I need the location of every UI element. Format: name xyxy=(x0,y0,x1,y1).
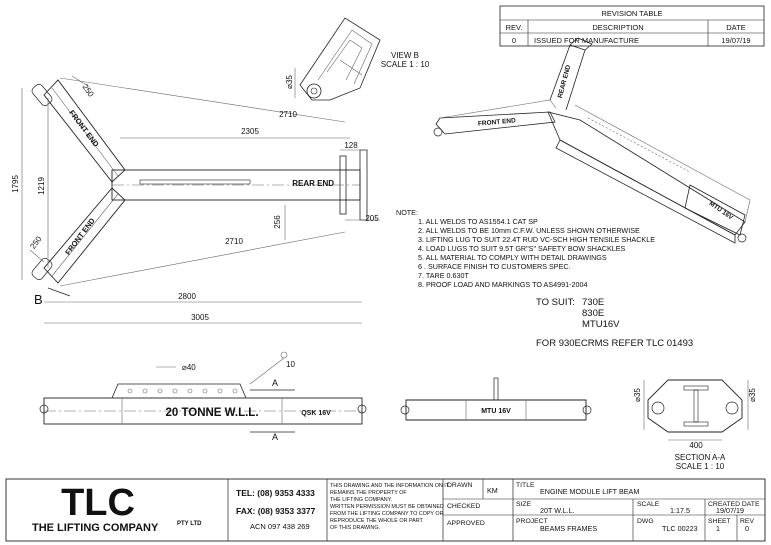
scale-value: 1:17.5 xyxy=(670,506,690,515)
section-aa: ⌀35 ⌀35 400 SECTION A-A SCALE 1 : 10 xyxy=(633,379,757,471)
section-aa-title: SECTION A-A xyxy=(675,453,726,462)
disclaimer-line-2: REMAINS THE PROPERTY OF xyxy=(330,490,407,496)
drawn-label: DRAWN xyxy=(447,482,473,489)
notes-block: NOTE: 1. ALL WELDS TO AS1554.1 CAT SP 2.… xyxy=(396,208,655,289)
note-6: 6 . SURFACE FINISH TO CUSTOMERS SPEC. xyxy=(418,262,571,271)
disclaimer-line-3: THE LIFTING COMPANY. xyxy=(330,497,392,503)
approved-label: APPROVED xyxy=(447,520,485,527)
date-header: DATE xyxy=(726,23,745,32)
date-cell: 19/07/19 xyxy=(721,36,750,45)
project-label: PROJECT xyxy=(516,518,548,525)
beam-wll-label: 20 TONNE W.L.L. xyxy=(165,407,258,419)
scale-label: SCALE xyxy=(637,501,660,508)
qsk-label: QSK 16V xyxy=(301,410,331,417)
disclaimer-line-7: OF THIS DRAWING. xyxy=(330,525,380,531)
project-value: BEAMS FRAMES xyxy=(540,524,597,533)
dim-256: 256 xyxy=(273,215,282,229)
drawn-value: KM xyxy=(487,486,498,495)
dim-250-top: 250 xyxy=(81,83,96,100)
iso-front-end-label: FRONT END xyxy=(478,117,517,127)
view-b-scale: SCALE 1 : 10 xyxy=(381,60,430,69)
rev-header: REV. xyxy=(506,23,523,32)
rear-end-label: REAR END xyxy=(292,179,334,188)
size-value: 20T W.L.L. xyxy=(540,506,575,515)
description-header: DESCRIPTION xyxy=(592,23,643,32)
suit-model-730e: 730E xyxy=(582,297,604,308)
sheet-label: SHEET xyxy=(708,518,731,525)
section-d35-right: ⌀35 xyxy=(748,388,757,402)
disclaimer-line-4: WRITTEN PERMISSION MUST BE OBTAINED xyxy=(330,504,444,510)
company-name: THE LIFTING COMPANY xyxy=(32,522,159,534)
dim-2800: 2800 xyxy=(178,292,196,301)
isometric-view: FRONT END REAR END MTU 16V xyxy=(433,37,751,244)
suit-label: TO SUIT: xyxy=(536,297,575,308)
dim-2710-bottom: 2710 xyxy=(225,237,243,246)
section-a-top: A xyxy=(272,378,278,388)
note-1: 1. ALL WELDS TO AS1554.1 CAT SP xyxy=(418,217,538,226)
iso-rear-end-label: REAR END xyxy=(557,64,573,99)
size-label: SIZE xyxy=(516,501,532,508)
company-acn: ACN 097 438 269 xyxy=(250,522,310,531)
section-d35-left: ⌀35 xyxy=(633,388,642,402)
disclaimer-line-5: FROM THE LIFTING COMPANY TO COPY OR xyxy=(330,511,444,517)
note-7: 7. TARE 0.630T xyxy=(418,271,469,280)
revision-table: REVISION TABLE REV. DESCRIPTION DATE 0 I… xyxy=(499,5,765,47)
dwg-label: DWG xyxy=(637,518,654,525)
side-view: ⌀40 10 A A 20 TONNE W.L.L. QSK 16V xyxy=(39,351,367,442)
dwg-value: TLC 00223 xyxy=(662,524,698,533)
title-label: TITLE xyxy=(516,482,535,489)
dim-1795: 1795 xyxy=(11,175,20,193)
end-view: MTU 16V xyxy=(400,377,592,421)
view-b-detail: ⌀35 VIEW B SCALE 1 : 10 xyxy=(285,17,430,101)
note-4: 4. LOAD LUGS TO SUIT 9.5T GR"S" SAFETY B… xyxy=(418,244,626,253)
suit-block: TO SUIT: 730E 830E MTU16V FOR 930ECRMS R… xyxy=(536,297,693,349)
suit-model-mtu16v: MTU16V xyxy=(582,319,620,330)
dim-1219: 1219 xyxy=(37,177,46,195)
dim-3005: 3005 xyxy=(191,313,209,322)
dim-250-bottom: 250 xyxy=(28,234,43,251)
note-3: 3. LIFTING LUG TO SUIT 22.4T RUD VC-SCH … xyxy=(418,235,655,244)
section-dim-400: 400 xyxy=(689,441,703,450)
rev-cell: 0 xyxy=(512,36,516,45)
company-pty: PTY LTD xyxy=(177,521,202,527)
notes-heading: NOTE: xyxy=(396,208,418,217)
created-label: CREATED DATE xyxy=(708,501,760,508)
note-8: 8. PROOF LOAD AND MARKINGS TO AS4991-200… xyxy=(418,280,588,289)
dim-2305: 2305 xyxy=(241,127,259,136)
dim-2710-top: 2710 xyxy=(279,110,297,119)
side-dim-d40: ⌀40 xyxy=(182,363,196,372)
company-tel: TEL: (08) 9353 4333 xyxy=(236,488,315,498)
rev-label: REV xyxy=(740,518,754,525)
section-aa-scale: SCALE 1 : 10 xyxy=(676,462,725,471)
rev-value: 0 xyxy=(745,524,749,533)
title-block: TLC THE LIFTING COMPANY PTY LTD TEL: (08… xyxy=(5,478,766,542)
section-a-bottom: A xyxy=(272,432,278,442)
title-value: ENGINE MODULE LIFT BEAM xyxy=(540,487,639,496)
description-cell: ISSUED FOR MANUFACTURE xyxy=(534,36,639,45)
end-view-mtu-label: MTU 16V xyxy=(481,408,511,415)
company-logo: TLC xyxy=(61,482,135,524)
checked-label: CHECKED xyxy=(447,503,480,510)
suit-reference: FOR 930ECRMS REFER TLC 01493 xyxy=(536,338,693,349)
front-end-bottom-label: FRONT END xyxy=(63,216,97,257)
company-fax: FAX: (08) 9353 3377 xyxy=(236,506,316,516)
dim-128: 128 xyxy=(344,141,358,150)
note-5: 5. ALL MATERIAL TO COMPLY WITH DETAIL DR… xyxy=(418,253,607,262)
disclaimer-line-1: THIS DRAWING AND THE INFORMATION ON IT xyxy=(330,483,450,489)
plan-view: FRONT END FRONT END REAR END 1795 1219 2… xyxy=(11,75,380,324)
iso-mtu-label: MTU 16V xyxy=(708,200,735,222)
section-b-marker: B xyxy=(34,292,43,307)
dim-205: 205 xyxy=(365,214,379,223)
sheet-value: 1 xyxy=(716,524,720,533)
note-2: 2. ALL WELDS TO BE 10mm C.F.W. UNLESS SH… xyxy=(418,226,640,235)
side-dim-10: 10 xyxy=(286,360,295,369)
created-value: 19/07/19 xyxy=(716,506,744,515)
view-b-diameter: ⌀35 xyxy=(285,75,294,89)
view-b-title: VIEW B xyxy=(391,51,419,60)
suit-model-830e: 830E xyxy=(582,308,604,319)
disclaimer-line-6: REPRODUCE THE WHOLE OR PART xyxy=(330,518,424,524)
revision-table-title: REVISION TABLE xyxy=(602,9,663,18)
